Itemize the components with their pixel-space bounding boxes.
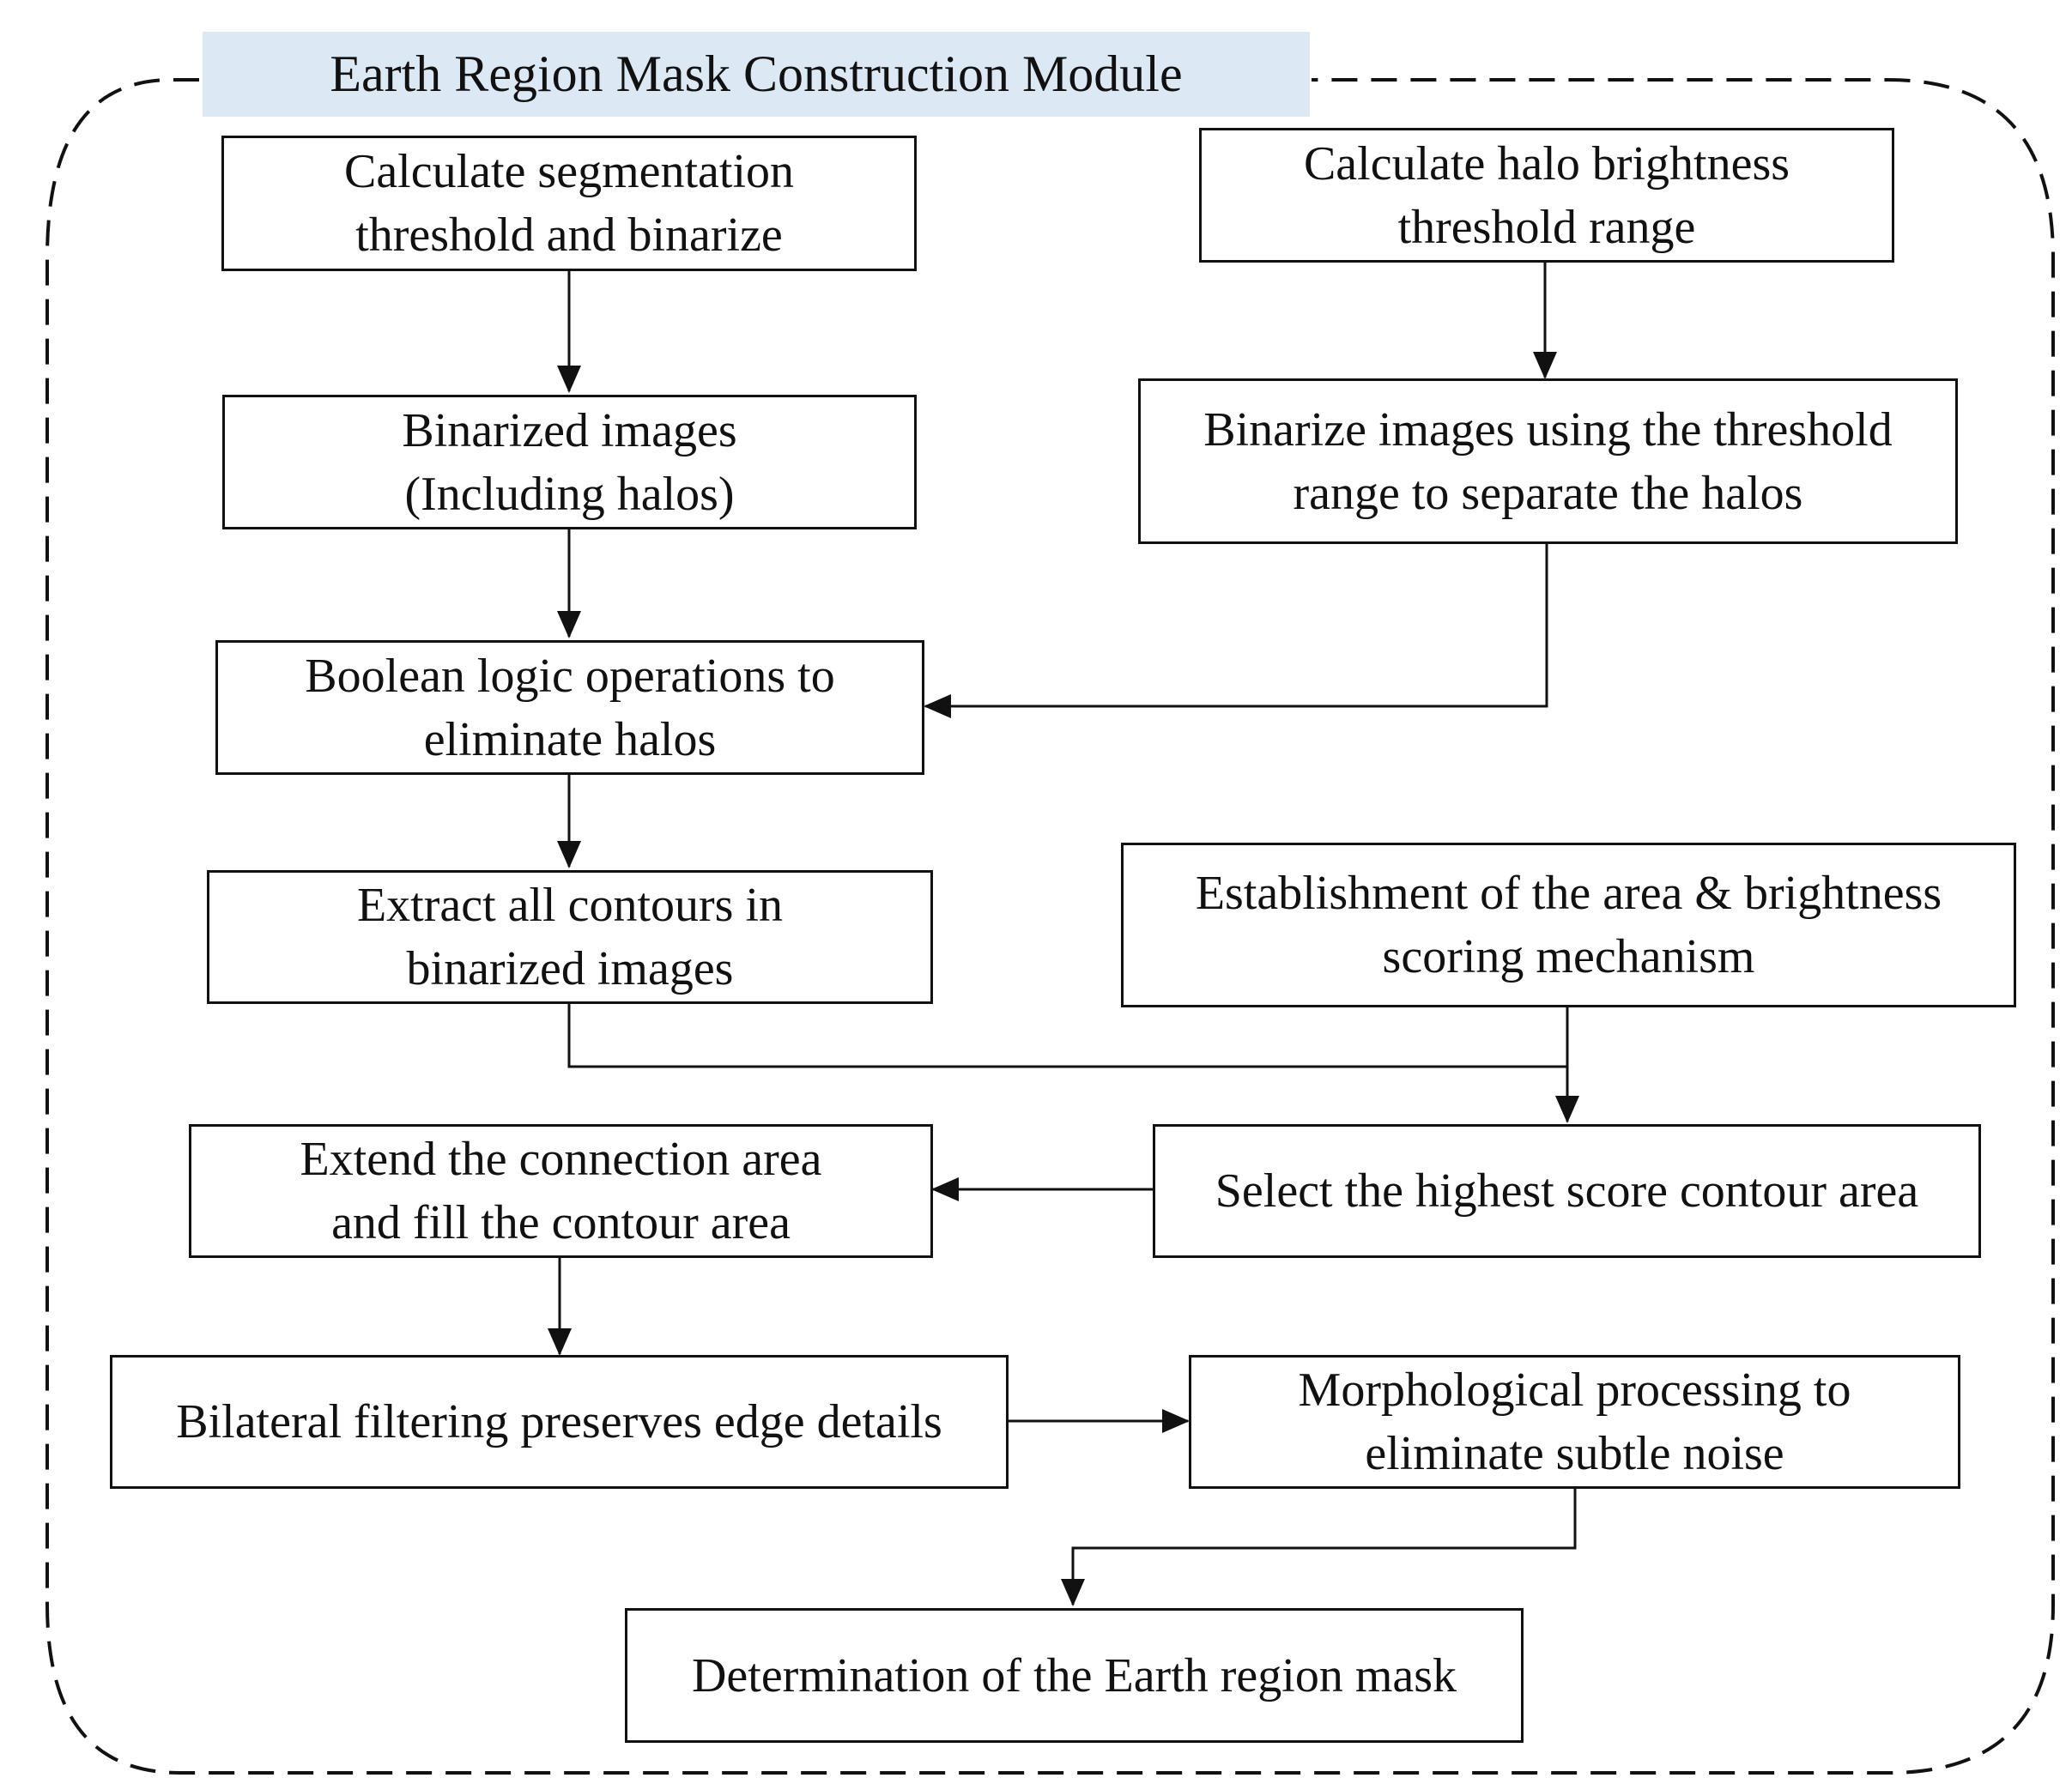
box-binarized-images: Binarized images (Including halos) <box>222 395 917 529</box>
line-extract-to-junction <box>567 1004 1567 1068</box>
box-boolean-logic: Boolean logic operations to eliminate ha… <box>215 640 924 775</box>
arrow-separate-to-boolean <box>924 544 1548 718</box>
box-scoring-mechanism: Establishment of the area & brightness s… <box>1121 843 2016 1007</box>
box-morphological-processing: Morphological processing to eliminate su… <box>1189 1355 1960 1489</box>
box-calculate-halo-threshold: Calculate halo brightness threshold rang… <box>1199 128 1894 263</box>
box-binarize-separate-halos: Binarize images using the threshold rang… <box>1138 378 1958 544</box>
module-border <box>45 78 2055 1775</box>
box-calculate-segmentation-threshold: Calculate segmentation threshold and bin… <box>221 136 917 271</box>
box-extend-and-fill: Extend the connection area and fill the … <box>189 1124 933 1258</box>
module-title: Earth Region Mask Construction Module <box>203 32 1310 117</box>
arrow-morphological-to-determination <box>1061 1489 1577 1606</box>
box-select-highest-score: Select the highest score contour area <box>1153 1124 1981 1258</box>
box-bilateral-filtering: Bilateral filtering preserves edge detai… <box>110 1355 1009 1489</box>
box-extract-contours: Extract all contours in binarized images <box>207 870 933 1004</box>
box-determination-earth-mask: Determination of the Earth region mask <box>625 1608 1524 1743</box>
